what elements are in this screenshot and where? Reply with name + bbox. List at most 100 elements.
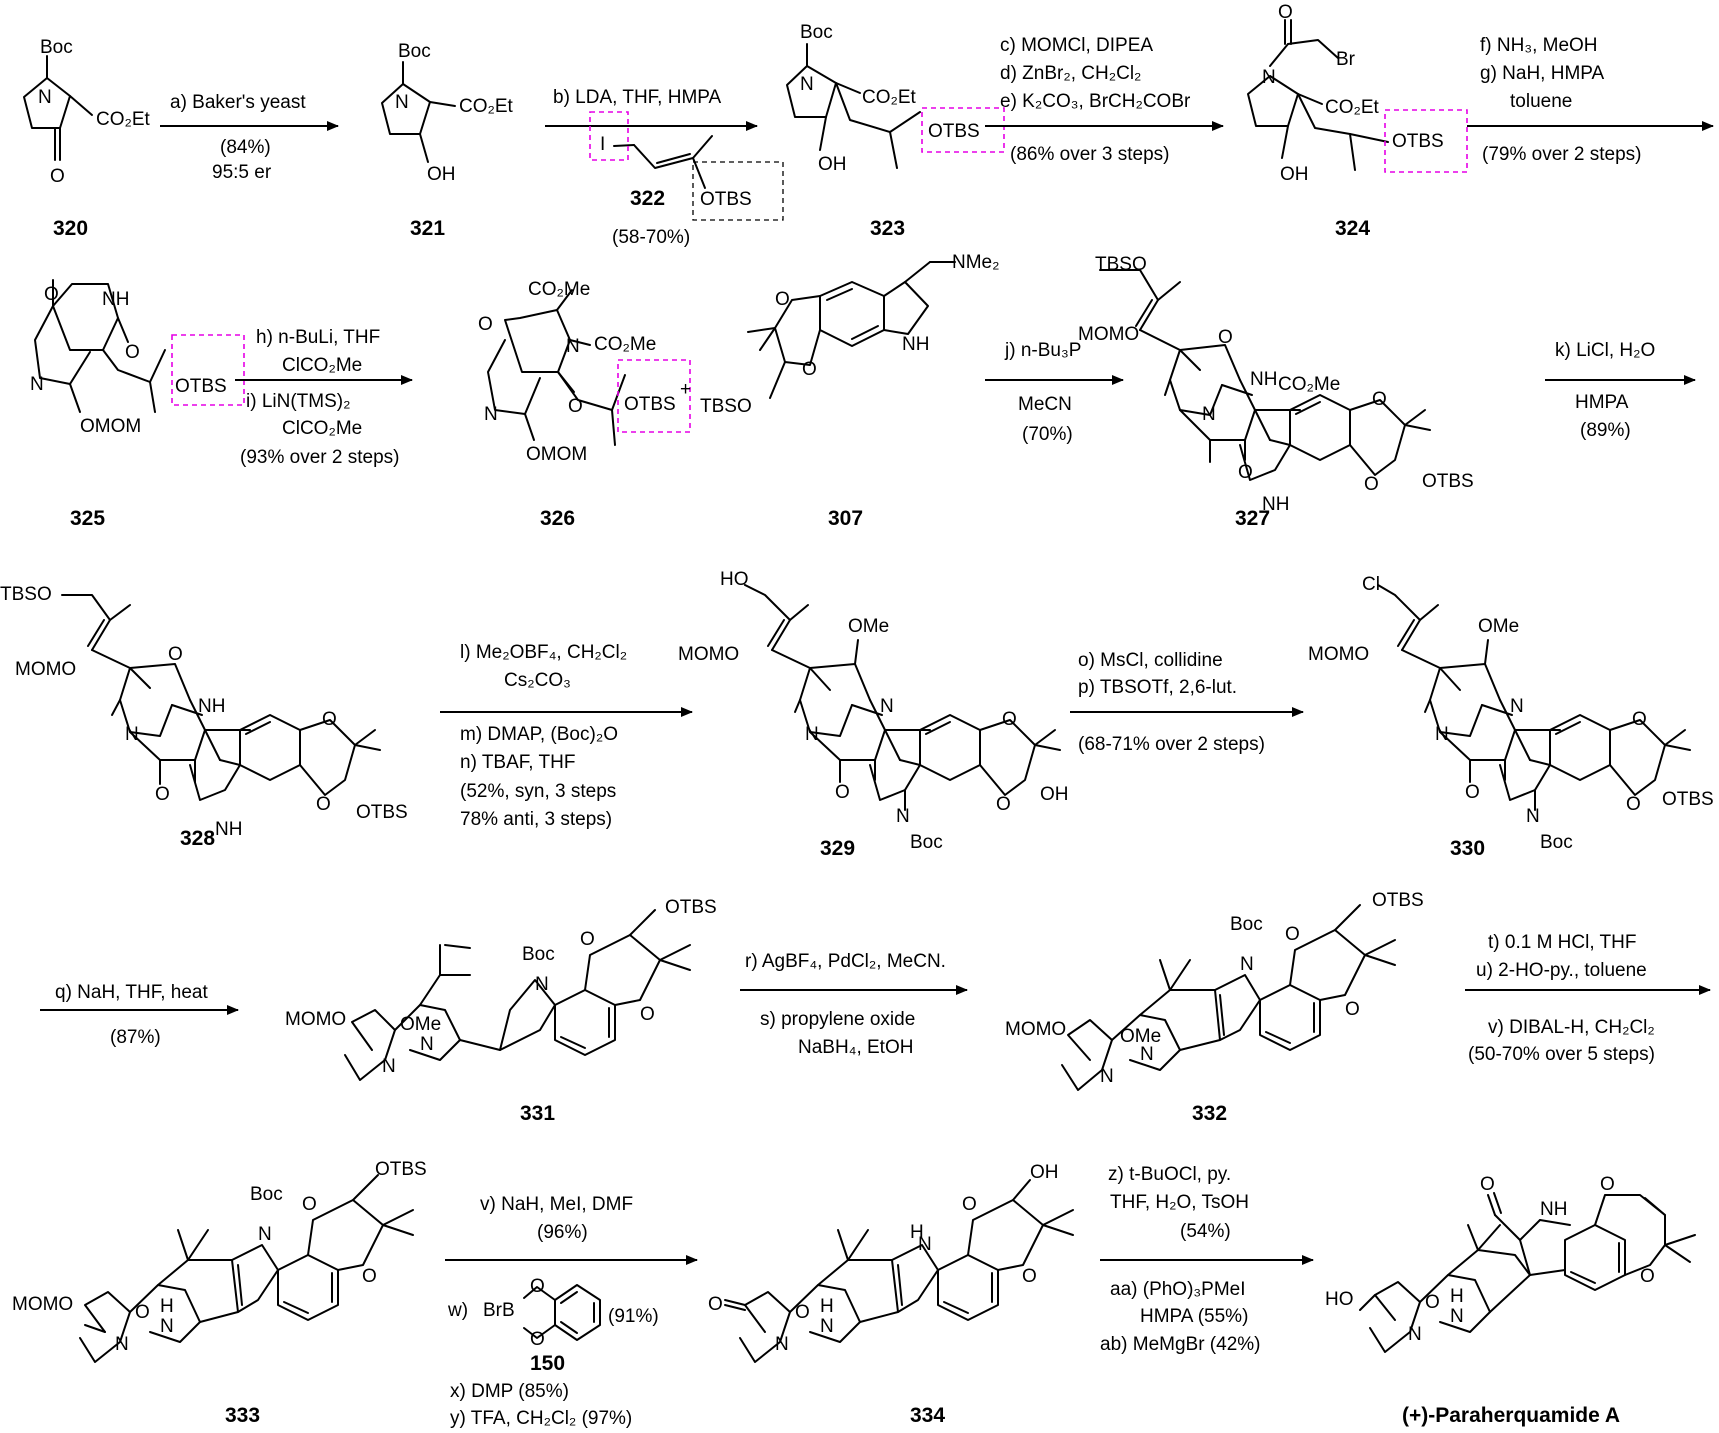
ring-o: O — [802, 359, 817, 380]
compound-label-326: 326 — [540, 507, 575, 530]
nh-label: NH — [102, 289, 129, 310]
compound-327-structure: TBSO MOMO O NH CO₂Me N O NH O O OTBS — [1078, 254, 1474, 515]
imine-n: N — [880, 696, 894, 717]
brb-label: BrB — [483, 1300, 515, 1321]
boc-label: Boc — [1540, 832, 1573, 853]
ring-o: O — [1285, 924, 1300, 945]
step-ln-yield-syn: (52%, syn, 3 steps — [460, 781, 616, 802]
nh-label: NH — [1262, 494, 1289, 515]
step-u-reagent: u) 2-HO-py., toluene — [1476, 960, 1647, 981]
ring-o: O — [1626, 794, 1641, 815]
n-atom: N — [115, 1334, 129, 1355]
nme2-label: NMe₂ — [952, 252, 1000, 273]
n-atom: N — [1202, 404, 1216, 425]
step-t-reagent: t) 0.1 M HCl, THF — [1488, 932, 1637, 953]
omom-label: OMOM — [80, 416, 141, 437]
compound-325-structure: O NH O N OMOM OTBS — [30, 279, 245, 437]
step-j-yield: (70%) — [1022, 424, 1073, 445]
co2me-label: CO₂Me — [594, 334, 656, 355]
ring-o: O — [640, 1004, 655, 1025]
compound-333-structure: MOMO O H N N Boc N O O OTBS — [12, 1159, 427, 1363]
ring-o: O — [1022, 1266, 1037, 1287]
step-g-reagent: g) NaH, HMPA — [1480, 63, 1605, 84]
momo-label: MOMO — [678, 644, 739, 665]
step-s-reagent: s) propylene oxide — [760, 1009, 915, 1030]
ring-o: O — [362, 1266, 377, 1287]
n-atom: N — [382, 1056, 396, 1077]
step-x-reagent: x) DMP (85%) — [450, 1381, 569, 1402]
step-h-electrophile: ClCO₂Me — [282, 355, 362, 376]
tbso-label: TBSO — [700, 396, 752, 417]
hydroxyl-label: OH — [427, 164, 456, 185]
iodo-label: I — [600, 134, 605, 155]
compound-label-325: 325 — [70, 507, 105, 530]
indole-n: N — [1240, 954, 1254, 975]
ring-o: O — [302, 1194, 317, 1215]
n-atom: N — [395, 92, 409, 113]
ester-label: CO₂Et — [862, 87, 917, 108]
indole-n: N — [918, 1234, 932, 1255]
step-i-reagent: i) LiN(TMS)₂ — [246, 391, 350, 412]
step-hi-yield: (93% over 2 steps) — [240, 447, 399, 468]
momo-label: MOMO — [15, 659, 76, 680]
hydroxyl-label: OH — [818, 154, 847, 175]
indole-n: N — [896, 806, 910, 827]
ring-o: O — [996, 794, 1011, 815]
step-p-reagent: p) TBSOTf, 2,6-lut. — [1078, 677, 1237, 698]
compound-label-333: 333 — [225, 1404, 260, 1427]
n-atom: N — [30, 374, 44, 395]
ring-o: O — [962, 1194, 977, 1215]
compound-328-structure: TBSO MOMO O NH N O NH O O OTBS — [0, 584, 408, 840]
n-atom: N — [125, 724, 139, 745]
co2me-label: CO₂Me — [1278, 374, 1340, 395]
step-v2-reagent: v) NaH, MeI, DMF — [480, 1194, 633, 1215]
compound-label-324: 324 — [1335, 217, 1370, 240]
n-atom: N — [1408, 1324, 1422, 1345]
carbonyl-o: O — [568, 396, 583, 417]
ring-o: O — [322, 709, 337, 730]
indole-n: N — [535, 974, 549, 995]
step-k-solvent: HMPA — [1575, 392, 1629, 413]
lactam-n: N — [1450, 1306, 1464, 1327]
catecholborane-150-structure: w) BrB O O (91%) — [447, 1276, 659, 1350]
ho-label: HO — [720, 569, 749, 590]
step-o-reagent: o) MsCl, collidine — [1078, 650, 1223, 671]
n-atom: N — [805, 724, 819, 745]
boc-label: Boc — [40, 37, 73, 58]
indole-n: N — [258, 1224, 272, 1245]
tbso-label: TBSO — [0, 584, 52, 605]
paraherquamide-a-structure: HO O H N N O NH O O — [1325, 1174, 1696, 1353]
otbs-label: OTBS — [1662, 789, 1714, 810]
oxindole-nh: NH — [1540, 1199, 1567, 1220]
step-s-reductant: NaBH₄, EtOH — [798, 1037, 913, 1058]
ome-small: OMe — [400, 1014, 441, 1035]
compound-324-structure: O Br N CO₂Et OH OTBS — [1247, 2, 1468, 185]
carbonyl-o: O — [1218, 327, 1233, 348]
step-m-reagent: m) DMAP, (Boc)₂O — [460, 724, 618, 745]
step-aa-yield: HMPA (55%) — [1140, 1306, 1248, 1327]
step-n-reagent: n) TBAF, THF — [460, 752, 575, 773]
compound-332-structure: MOMO OMe N N Boc N O O OTBS — [1005, 890, 1424, 1091]
step-a-yield: (84%) — [220, 137, 271, 158]
compound-329-structure: HO MOMO OMe N N O N Boc O O OH — [678, 569, 1069, 853]
lactam-h: H — [1450, 1286, 1464, 1307]
carbonyl-o: O — [44, 284, 59, 305]
ring-o: O — [1372, 389, 1387, 410]
compound-label-334: 334 — [910, 1404, 945, 1427]
ring-o: O — [1640, 1266, 1655, 1287]
step-z-yield: (54%) — [1180, 1221, 1231, 1242]
compound-321-structure: Boc N CO₂Et OH — [381, 41, 514, 185]
chloro-label: Cl — [1362, 574, 1380, 595]
ring-o: O — [775, 289, 790, 310]
co2me-label: CO₂Me — [528, 279, 590, 300]
step-q-reagent: q) NaH, THF, heat — [55, 982, 208, 1003]
step-g-solvent: toluene — [1510, 91, 1572, 112]
compound-label-329: 329 — [820, 837, 855, 860]
momo-label: MOMO — [1078, 324, 1139, 345]
n-atom: N — [800, 74, 814, 95]
imine-n: N — [1140, 1044, 1154, 1065]
boc-label: Boc — [522, 944, 555, 965]
otbs-label: OTBS — [175, 376, 227, 397]
